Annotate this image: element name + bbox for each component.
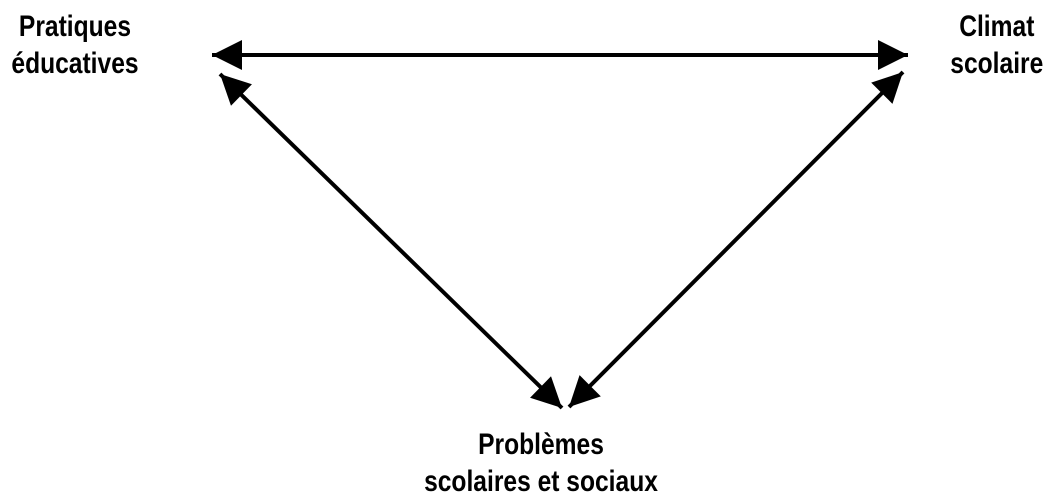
node-label-line: éducatives (11, 47, 139, 80)
node-label-line: scolaire (950, 47, 1044, 80)
node-label-pratiques-educatives: Pratiques éducatives (2, 8, 148, 82)
node-label-line: scolaires et sociaux (424, 465, 658, 498)
node-label-line: Problèmes (478, 428, 604, 461)
arrow-left-bottom (218, 72, 564, 410)
arrow-right-bottom (567, 70, 905, 409)
node-label-line: Pratiques (18, 10, 132, 43)
node-label-climat-scolaire: Climat scolaire (948, 8, 1046, 82)
node-label-problemes: Problèmes scolaires et sociaux (406, 426, 677, 500)
node-label-line: Climat (959, 10, 1035, 43)
